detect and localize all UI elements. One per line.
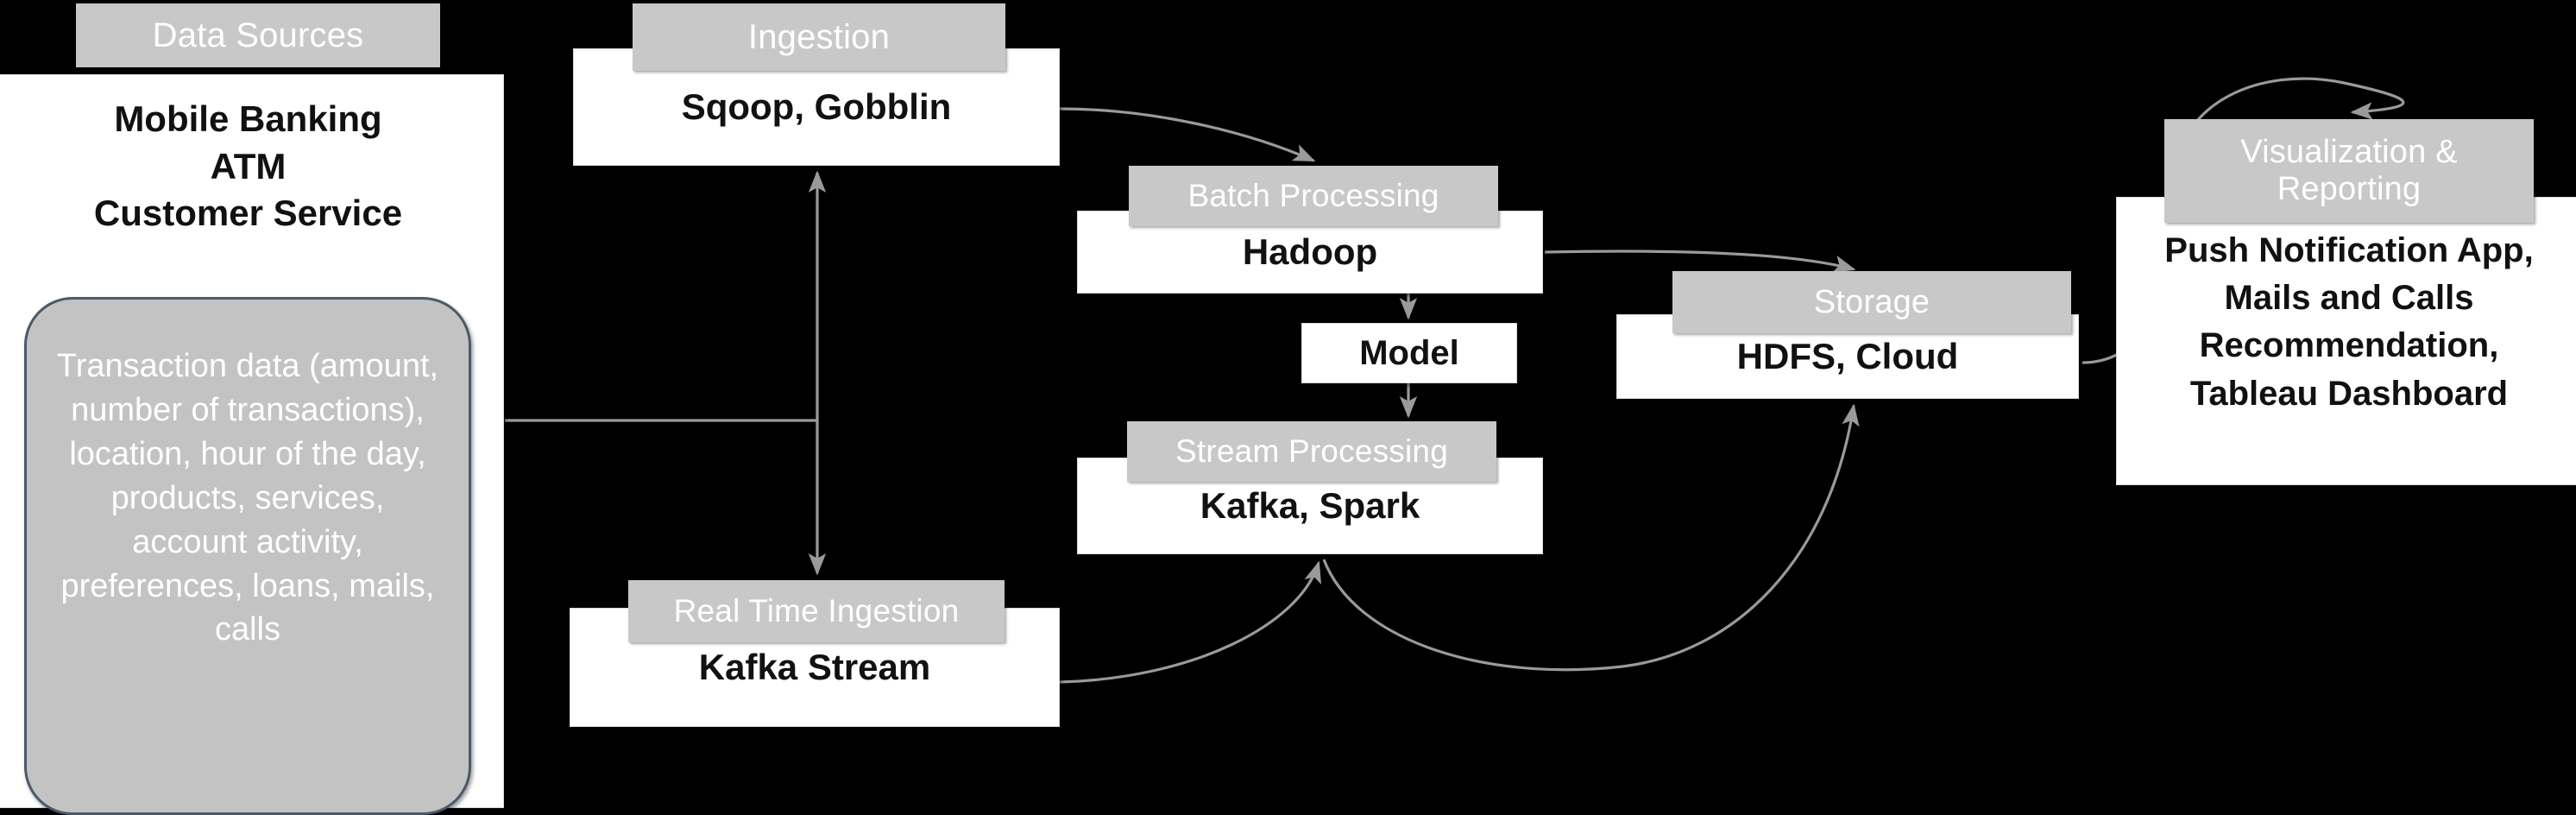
batch-processing-header: Batch Processing — [1129, 166, 1498, 226]
transaction-data-callout: Transaction data (amount, number of tran… — [24, 297, 471, 815]
ingestion-header: Ingestion — [633, 3, 1005, 71]
data-sources-body-text: Mobile Banking ATM Customer Service — [93, 98, 403, 234]
real-time-ingestion-header: Real Time Ingestion — [628, 580, 1005, 642]
visualization-reporting-body: Push Notification App, Mails and Calls R… — [2116, 197, 2576, 485]
stream-processing-header: Stream Processing — [1127, 421, 1496, 482]
connector-real-time-ingestion-to-stream-processing — [1059, 560, 1322, 684]
data-sources-header: Data Sources — [76, 3, 440, 67]
visualization-reporting-body-text: Push Notification App, Mails and Calls R… — [2164, 231, 2534, 413]
connector-ingestion-to-batch-processing — [1059, 107, 1316, 162]
model-body: Model — [1301, 323, 1517, 383]
connector-stream-processing-to-storage — [1322, 403, 1860, 672]
connector-batch-processing-to-storage — [1544, 250, 1856, 273]
visualization-reporting-header: Visualization & Reporting — [2164, 119, 2534, 223]
storage-header: Storage — [1672, 271, 2071, 333]
